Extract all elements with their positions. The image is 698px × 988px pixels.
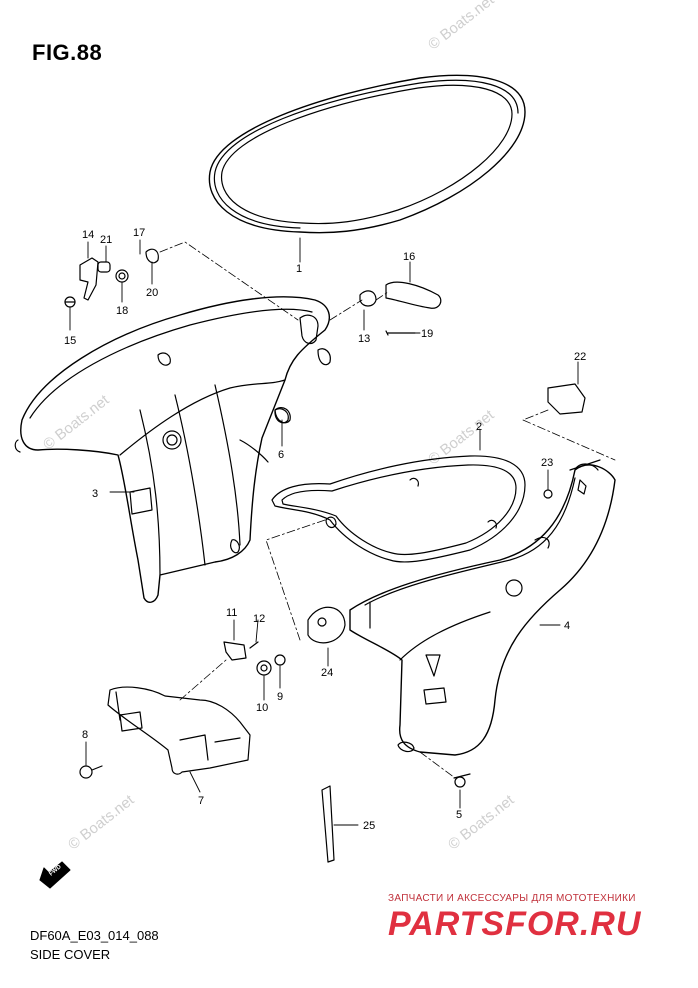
figure-title: FIG.88 — [32, 40, 103, 65]
callout-22: 22 — [574, 351, 586, 363]
callout-4: 4 — [564, 620, 570, 632]
part-left-side-cover — [14, 296, 331, 603]
part-right-side-cover — [349, 459, 616, 756]
callout-3: 3 — [92, 488, 98, 500]
part-lower-bracket — [107, 686, 251, 775]
fwd-arrow-icon — [39, 861, 71, 889]
callout-20: 20 — [146, 287, 158, 299]
callout-6: 6 — [278, 449, 284, 461]
part-gasket — [271, 455, 526, 563]
callout-23: 23 — [541, 457, 553, 469]
callout-10: 10 — [256, 702, 268, 714]
callout-5: 5 — [456, 809, 462, 821]
callout-1: 1 — [296, 263, 302, 275]
part-seal-ring — [208, 74, 526, 234]
callout-21: 21 — [100, 234, 112, 246]
callout-2: 2 — [476, 421, 482, 433]
callout-16: 16 — [403, 251, 415, 263]
callout-14: 14 — [82, 229, 94, 241]
callout-24: 24 — [321, 667, 333, 679]
callout-7: 7 — [198, 795, 204, 807]
figure-code: DF60A_E03_014_088 — [30, 928, 159, 943]
figure-name: SIDE COVER — [30, 947, 111, 962]
part-small-hardware — [64, 248, 586, 863]
callout-25: 25 — [363, 820, 375, 832]
callout-19: 19 — [421, 328, 433, 340]
brand-subtitle: ЗАПЧАСТИ И АКСЕССУАРЫ ДЛЯ МОТОТЕХНИКИ — [388, 893, 636, 904]
brand-logo: PARTSFOR.RU — [388, 905, 642, 943]
leader-lines — [69, 237, 579, 826]
callout-12: 12 — [253, 613, 265, 625]
callout-17: 17 — [133, 227, 145, 239]
callout-9: 9 — [277, 691, 283, 703]
callout-13: 13 — [358, 333, 370, 345]
assembly-lines — [159, 241, 616, 779]
callout-15: 15 — [64, 335, 76, 347]
callout-11: 11 — [226, 607, 237, 619]
callout-8: 8 — [82, 729, 88, 741]
callout-18: 18 — [116, 305, 128, 317]
